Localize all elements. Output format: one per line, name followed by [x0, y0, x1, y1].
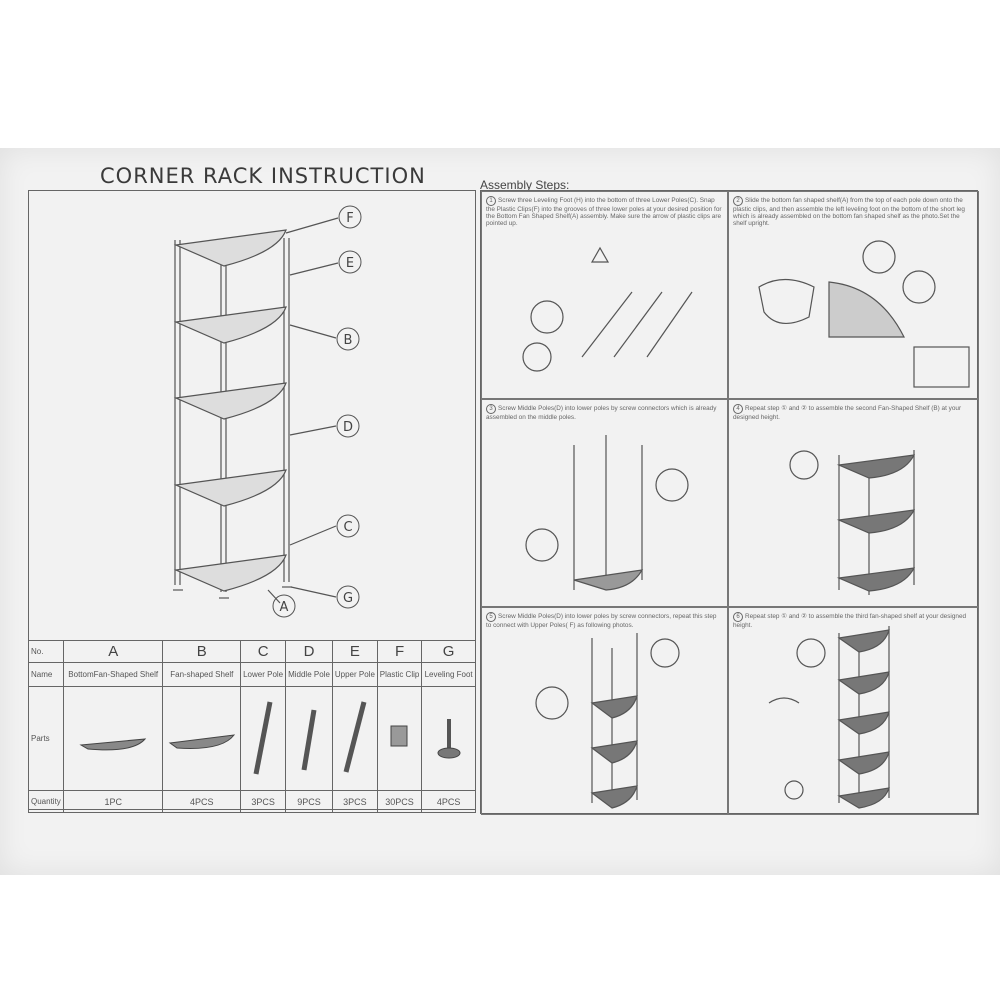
row-label-name: Name: [28, 662, 64, 687]
letter-g: G: [421, 640, 476, 663]
qty-b: 4PCS: [162, 790, 242, 813]
qty-d: 9PCS: [285, 790, 333, 813]
part-b-image: [162, 686, 242, 791]
callout-d: D: [343, 420, 353, 435]
step-3-illustration: [525, 435, 689, 591]
part-f-image: [376, 686, 423, 791]
name-d: Middle Pole: [285, 662, 333, 687]
part-e-image: [331, 686, 378, 791]
callout-e: E: [346, 256, 354, 271]
callout-c: C: [343, 520, 352, 535]
letter-d: D: [285, 640, 333, 663]
table-row-parts: Parts: [28, 686, 476, 791]
table-row-no: No. A B C D E F G: [28, 640, 476, 663]
part-c-image: [240, 686, 287, 791]
row-label-quantity: Quantity: [28, 790, 64, 813]
name-g: Leveling Foot: [421, 662, 476, 687]
part-g-image: [421, 686, 476, 791]
step-text: Repeat step ① and ② to assemble the thir…: [733, 613, 967, 629]
parts-table: No. A B C D E F G Name BottomFan-Shaped …: [28, 640, 476, 813]
step-text: Screw Middle Poles(D) into lower poles b…: [486, 405, 717, 421]
qty-e: 3PCS: [331, 790, 378, 813]
assembly-steps-heading: Assembly Steps:: [480, 178, 570, 192]
callout-g: G: [343, 591, 353, 606]
callout-a: A: [280, 600, 289, 615]
name-e: Upper Pole: [331, 662, 378, 687]
table-row-name: Name BottomFan-Shaped Shelf Fan-shaped S…: [28, 662, 476, 687]
step-4-illustration: [789, 450, 916, 595]
step-text: Repeat step ① and ② to assemble the seco…: [733, 405, 962, 421]
step-text: Screw three Leveling Foot (H) into the b…: [486, 197, 722, 228]
name-f: Plastic Clip: [376, 662, 423, 687]
row-label-parts: Parts: [28, 686, 64, 791]
qty-g: 4PCS: [421, 790, 476, 813]
step-5-illustration: [535, 633, 680, 809]
step-text: Slide the bottom fan shaped shelf(A) fro…: [733, 197, 965, 228]
callout-f: F: [346, 211, 353, 226]
letter-a: A: [62, 640, 164, 663]
letter-b: B: [162, 640, 242, 663]
part-a-image: [62, 686, 164, 791]
qty-f: 30PCS: [376, 790, 423, 813]
name-a: BottomFan-Shaped Shelf: [62, 662, 164, 687]
qty-a: 1PC: [62, 790, 164, 813]
qty-c: 3PCS: [240, 790, 287, 813]
letter-f: F: [376, 640, 423, 663]
row-label-no: No.: [28, 640, 64, 663]
letter-e: E: [331, 640, 378, 663]
rack-overview-illustration: F E B D C G A: [173, 205, 362, 618]
name-b: Fan-shaped Shelf: [162, 662, 242, 687]
letter-c: C: [240, 640, 287, 663]
step-text: Screw Middle Poles(D) into lower poles b…: [486, 613, 717, 629]
step-6-illustration: [768, 626, 890, 809]
table-row-quantity: Quantity 1PC 4PCS 3PCS 9PCS 3PCS 30PCS 4…: [28, 790, 476, 813]
name-c: Lower Pole: [240, 662, 287, 687]
step-2-illustration: [758, 240, 970, 388]
step-1-illustration: [522, 246, 693, 372]
part-d-image: [285, 686, 333, 791]
page-title: CORNER RACK INSTRUCTION: [100, 164, 426, 188]
callout-b: B: [344, 333, 353, 348]
